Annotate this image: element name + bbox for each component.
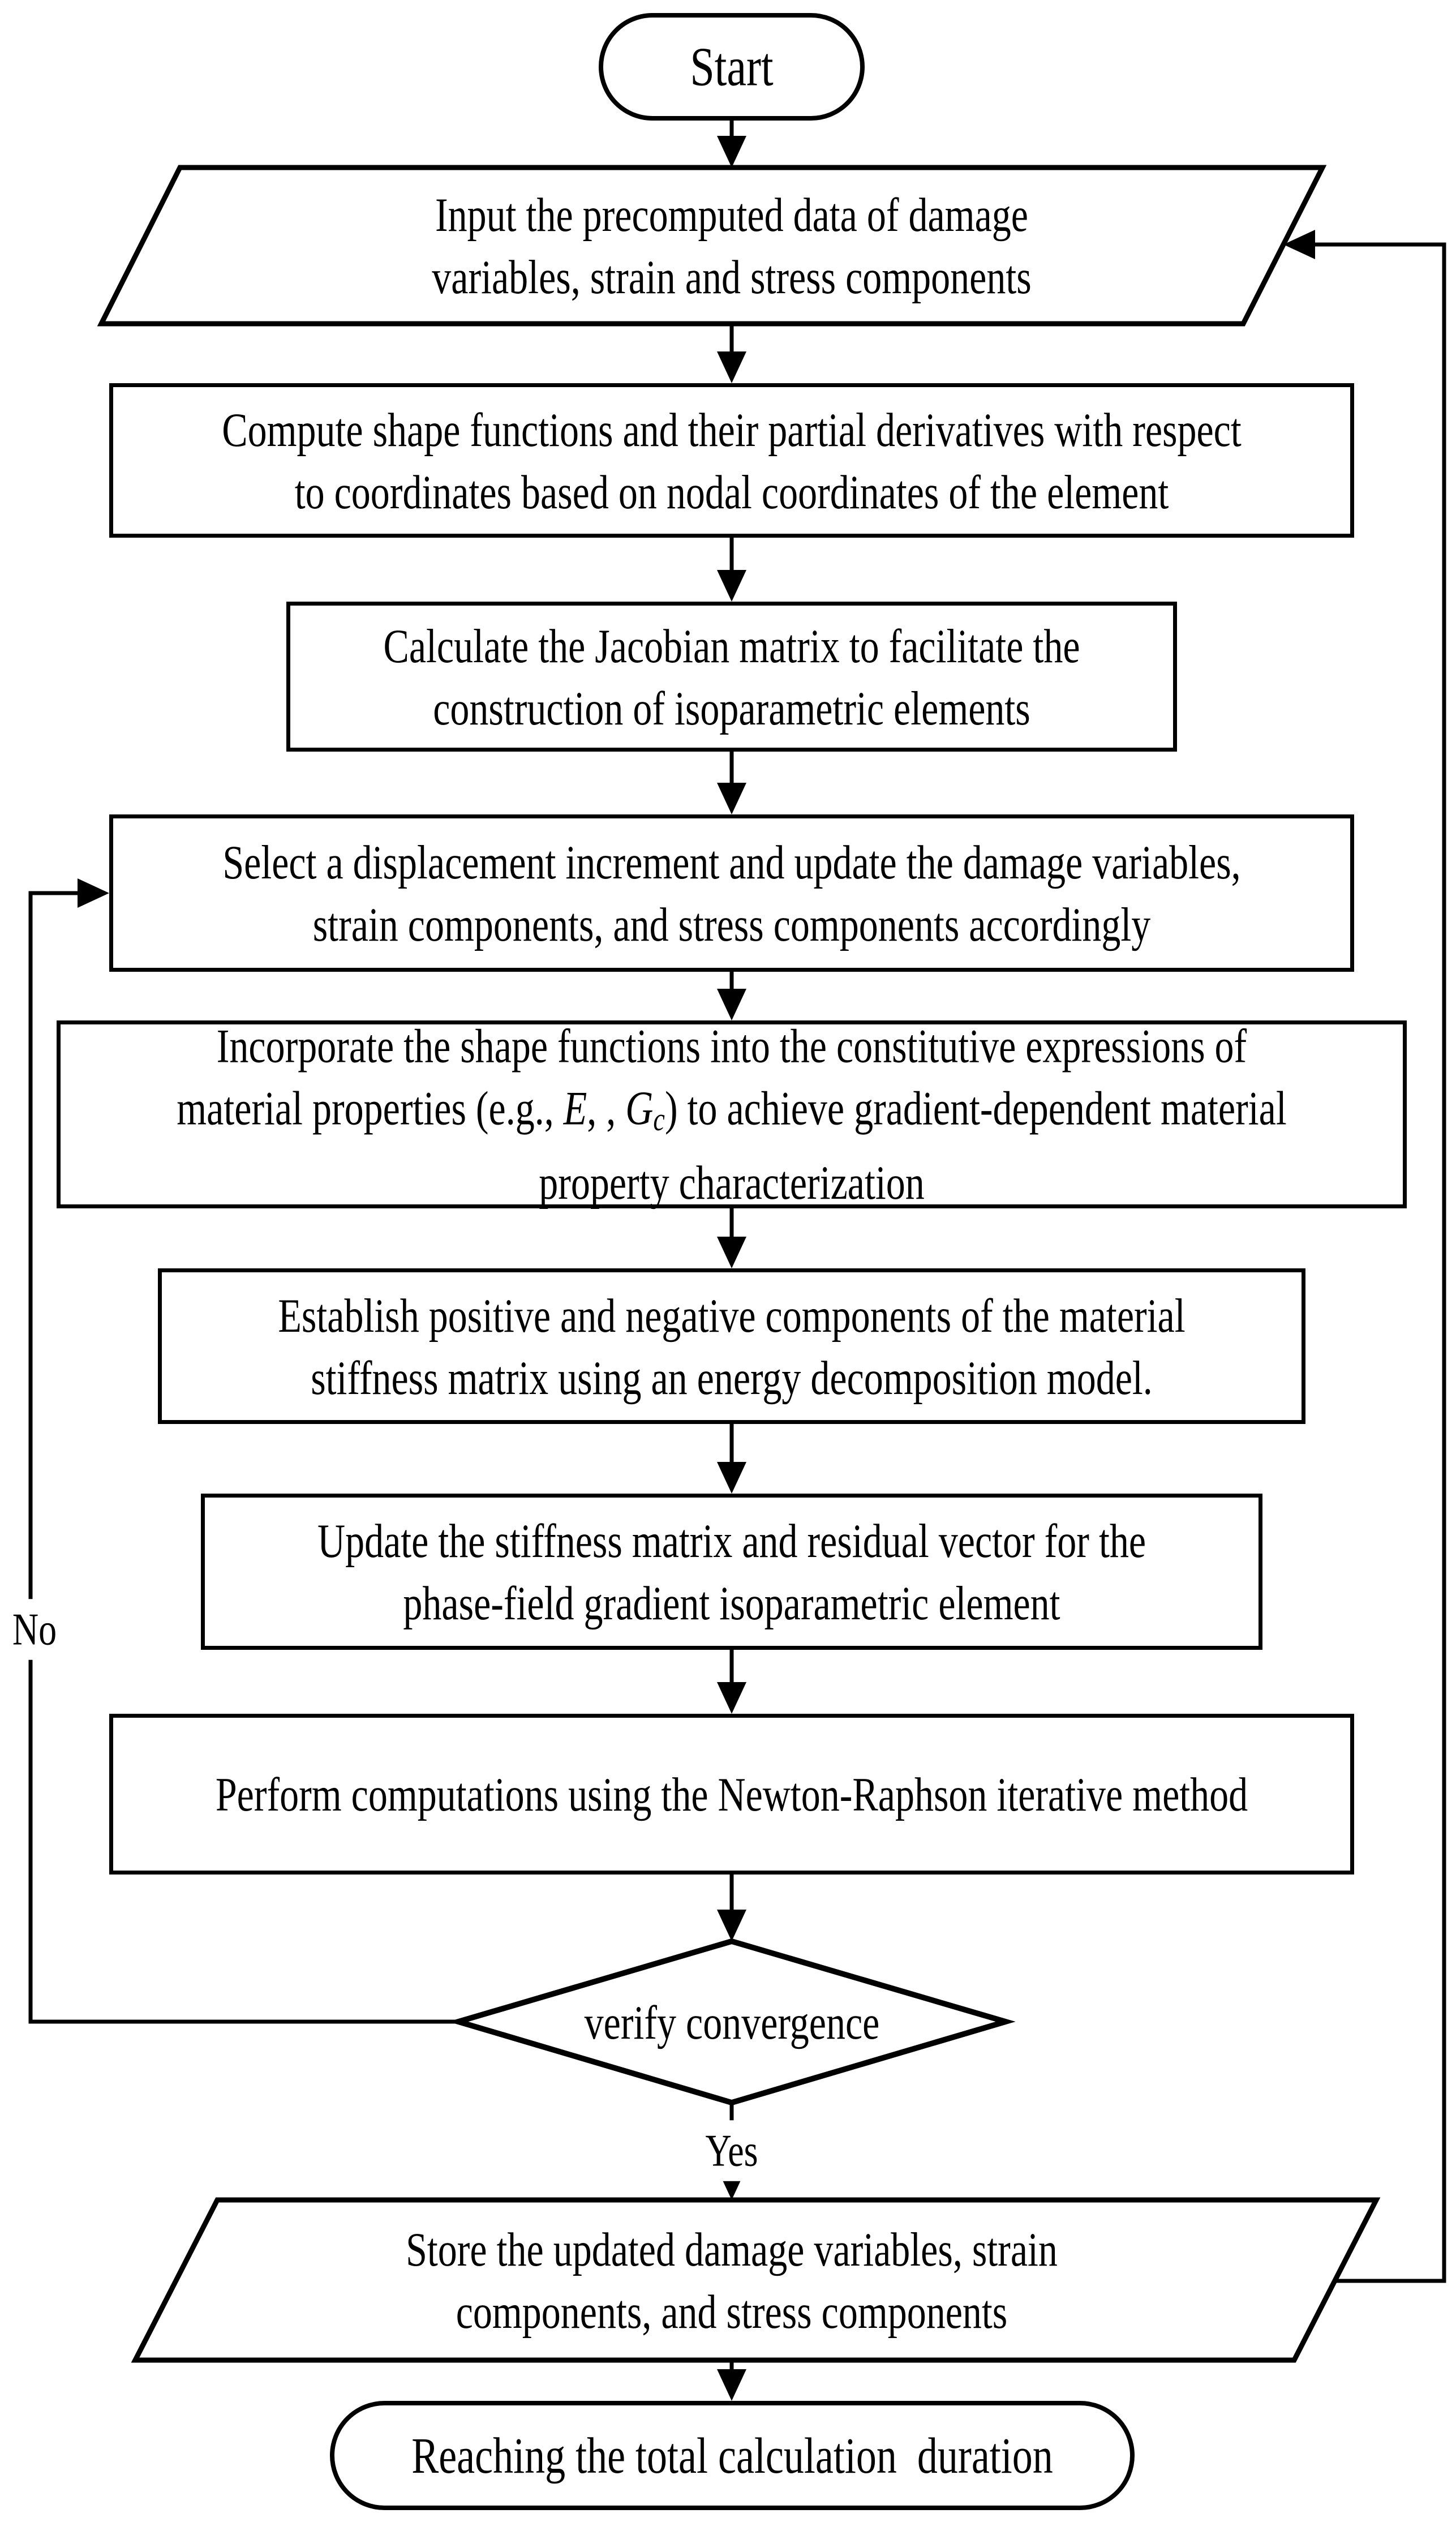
- update-label: Update the stiffness matrix and residual…: [317, 1509, 1146, 1634]
- incorporate-label: Incorporate the shape functions into the…: [177, 1015, 1286, 1214]
- decision-text: verify convergence: [584, 1995, 880, 2049]
- update-line-1: Update the stiffness matrix and residual…: [317, 1513, 1146, 1568]
- start-text: Start: [690, 36, 774, 97]
- incorporate-line-1: Incorporate the shape functions into the…: [216, 1019, 1247, 1073]
- process-incorporate-shape-functions: Incorporate the shape functions into the…: [57, 1019, 1407, 1209]
- arrowhead-input-compute: [717, 351, 746, 383]
- arrowhead-jacobian-select: [717, 783, 746, 814]
- arrowhead-newton-decision: [717, 1910, 746, 1941]
- incorporate-line-3: property characterization: [539, 1156, 925, 1210]
- edge-label-no: No: [6, 1599, 63, 1660]
- compute-line-2: to coordinates based on nodal coordinate…: [294, 465, 1169, 518]
- io-input-precomputed-data: Input the precomputed data of damage var…: [109, 168, 1354, 324]
- edge-decision-select-no-loop: [28, 891, 458, 2024]
- input-parallelogram-shape: [97, 165, 1327, 327]
- arrowhead-compute-jacobian: [717, 570, 746, 602]
- compute-line-1: Compute shape functions and their partia…: [222, 402, 1242, 456]
- end-text: Reaching the total calculation duration: [411, 2427, 1053, 2484]
- establish-line-2: stiffness matrix using an energy decompo…: [311, 1350, 1153, 1404]
- decision-label: verify convergence: [585, 1991, 880, 2053]
- store-label: Store the updated damage variables, stra…: [406, 2218, 1058, 2343]
- symbol-G-subscript-c: c: [653, 1102, 665, 1139]
- process-newton-raphson: Perform computations using the Newton-Ra…: [109, 1714, 1354, 1875]
- select-line-2: strain components, and stress components…: [312, 897, 1151, 951]
- select-line-1: Select a displacement increment and upda…: [222, 835, 1241, 889]
- compute-label: Compute shape functions and their partia…: [222, 398, 1241, 523]
- jacobian-label: Calculate the Jacobian matrix to facilit…: [383, 615, 1080, 739]
- arrowhead-select-incorporate: [717, 989, 746, 1020]
- input-line-2: variables, strain and stress components: [432, 250, 1032, 304]
- process-select-displacement-increment: Select a displacement increment and upda…: [109, 814, 1354, 972]
- input-label: Input the precomputed data of damage var…: [432, 183, 1031, 308]
- store-line-1: Store the updated damage variables, stra…: [406, 2222, 1058, 2276]
- establish-label: Establish positive and negative componen…: [278, 1284, 1185, 1409]
- store-line-2: components, and stress components: [456, 2284, 1008, 2338]
- arrowhead-incorporate-establish: [717, 1237, 746, 1268]
- process-establish-stiffness-components: Establish positive and negative componen…: [158, 1268, 1305, 1424]
- process-calculate-jacobian: Calculate the Jacobian matrix to facilit…: [286, 602, 1177, 752]
- arrowhead-establish-update: [717, 1462, 746, 1494]
- select-label: Select a displacement increment and upda…: [222, 831, 1240, 955]
- arrowhead-store-end: [717, 2369, 746, 2401]
- arrowhead-no-loop-select: [78, 878, 109, 908]
- jacobian-line-2: construction of isoparametric elements: [433, 681, 1030, 735]
- symbol-G-italic: G: [625, 1081, 654, 1135]
- update-line-2: phase-field gradient isoparametric eleme…: [403, 1576, 1060, 1630]
- terminator-end: Reaching the total calculation duration: [330, 2401, 1135, 2510]
- start-label: Start: [690, 33, 773, 101]
- jacobian-line-1: Calculate the Jacobian matrix to facilit…: [383, 619, 1080, 672]
- decision-verify-convergence: verify convergence: [458, 1941, 1006, 2103]
- end-label: Reaching the total calculation duration: [411, 2423, 1053, 2488]
- terminator-start: Start: [599, 13, 865, 121]
- input-line-1: Input the precomputed data of damage: [435, 187, 1028, 242]
- process-compute-shape-functions: Compute shape functions and their partia…: [109, 383, 1354, 538]
- store-parallelogram-shape: [131, 2197, 1381, 2363]
- arrowhead-start-input: [717, 136, 746, 168]
- establish-line-1: Establish positive and negative componen…: [278, 1288, 1186, 1342]
- io-store-updated-data: Store the updated damage variables, stra…: [109, 2200, 1354, 2360]
- newton-label: Perform computations using the Newton-Ra…: [216, 1763, 1248, 1825]
- incorporate-line-2: material properties (e.g., E, , Gc) to a…: [177, 1081, 1287, 1139]
- symbol-E-italic: E: [563, 1081, 587, 1135]
- newton-line-1: Perform computations using the Newton-Ra…: [215, 1767, 1248, 1821]
- edge-label-yes: Yes: [699, 2120, 764, 2181]
- arrowhead-update-newton: [717, 1682, 746, 1714]
- edge-store-input-feedback-loop: [1314, 242, 1446, 2283]
- process-update-stiffness-matrix: Update the stiffness matrix and residual…: [201, 1494, 1262, 1650]
- arrowhead-feedback-input: [1283, 230, 1315, 259]
